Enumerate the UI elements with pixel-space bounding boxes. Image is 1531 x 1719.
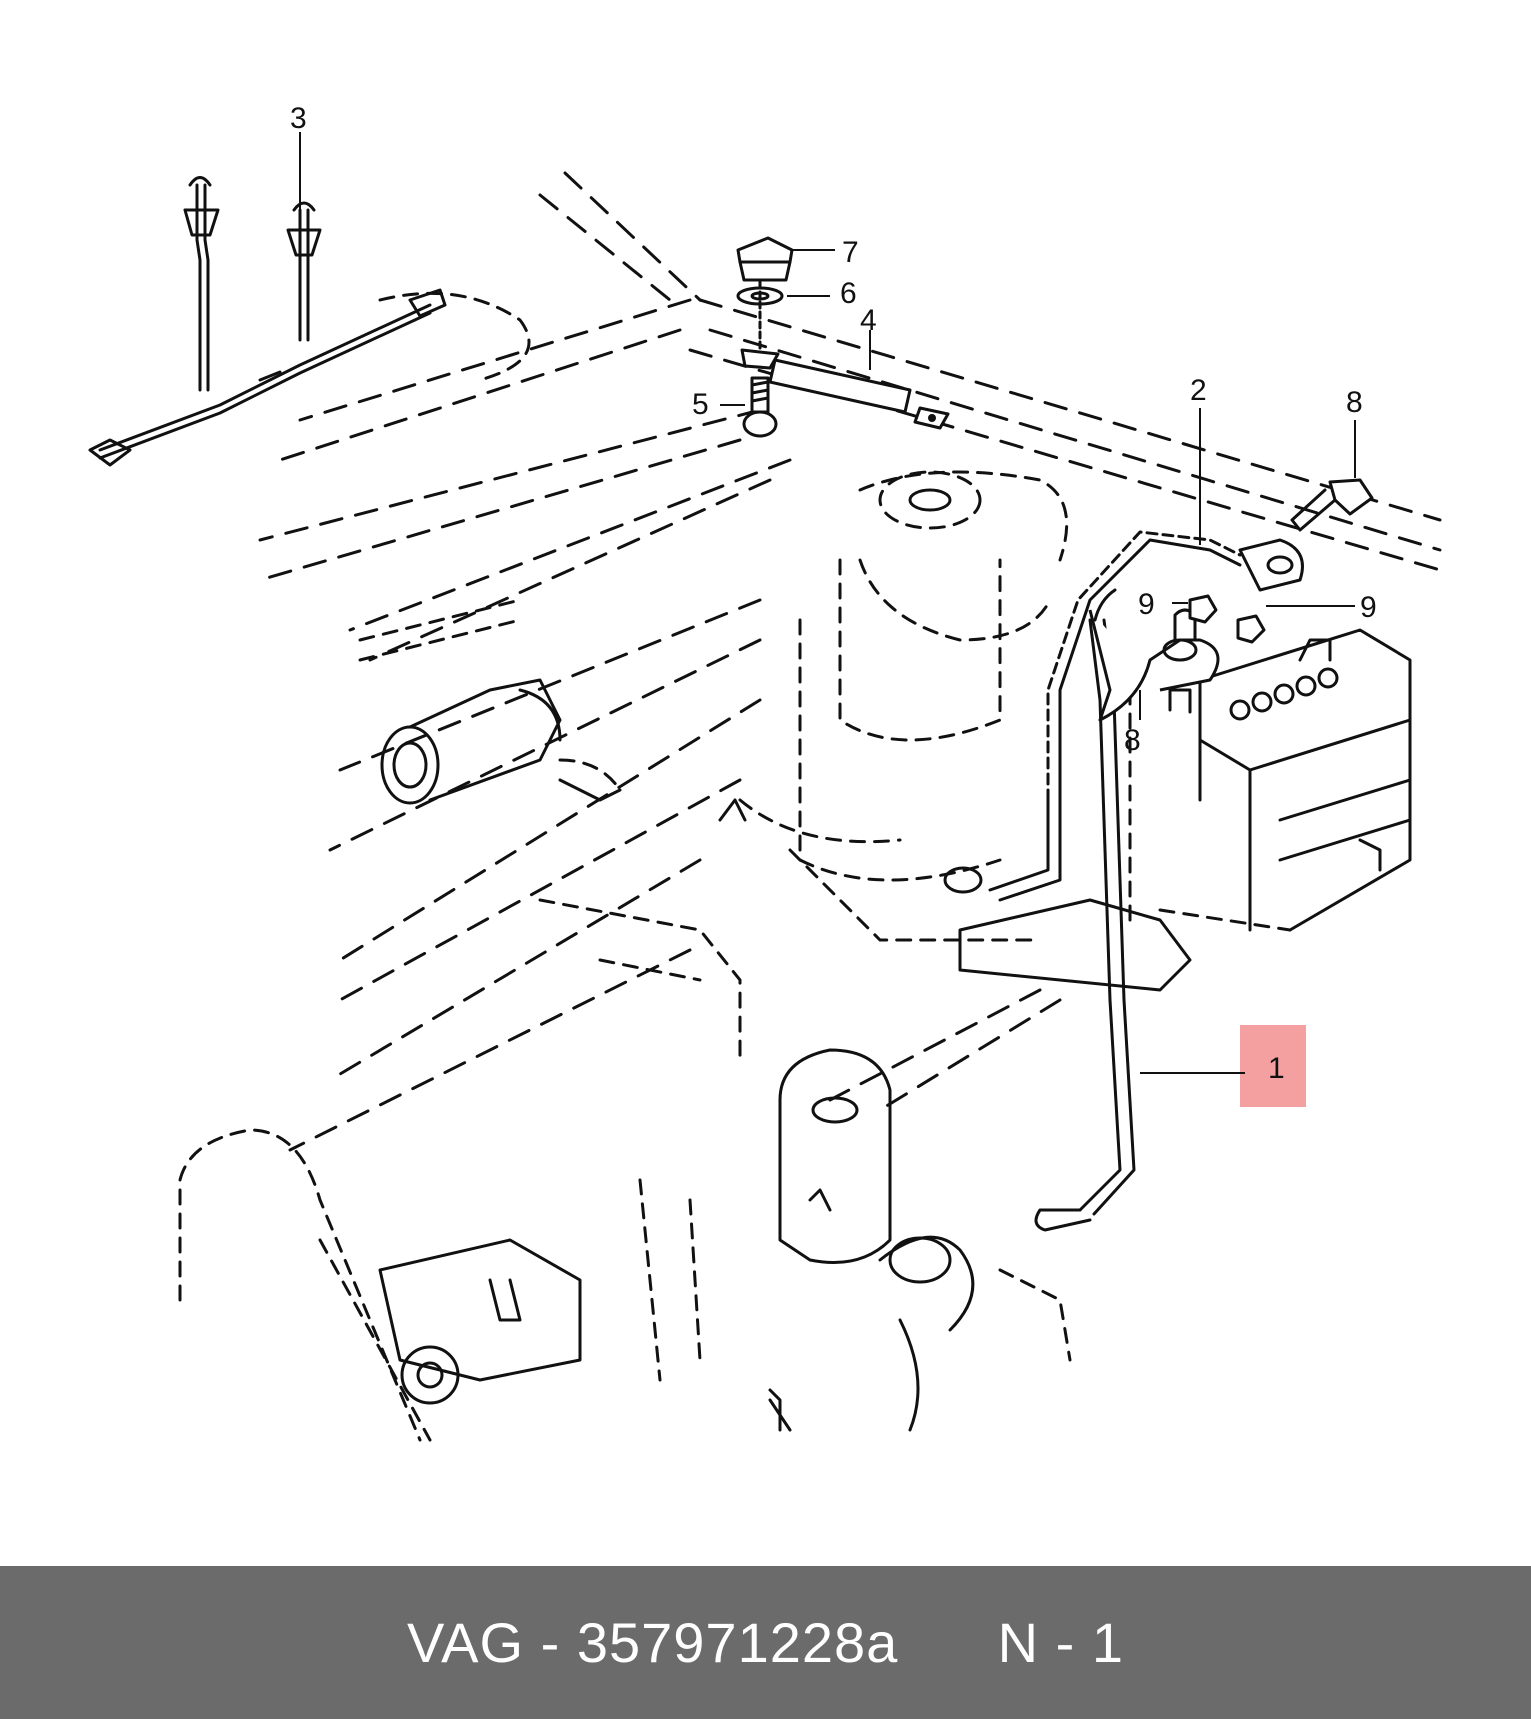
part-number: 357971228a	[576, 1611, 899, 1674]
callout-7[interactable]: 7	[842, 236, 859, 269]
engine-block	[718, 470, 1069, 942]
diagram-position: N - 1	[997, 1611, 1125, 1674]
footer-bar: VAG - 357971228a N - 1	[0, 1566, 1531, 1719]
battery-cable-2	[943, 530, 1304, 902]
callout-2[interactable]: 2	[1190, 374, 1207, 407]
battery	[958, 608, 1412, 992]
gap	[898, 1611, 997, 1674]
part-reference: VAG - 357971228a N - 1	[407, 1610, 1124, 1675]
callout-4[interactable]: 4	[860, 304, 877, 337]
callout-1[interactable]: 1	[1268, 1052, 1285, 1085]
exploded-view-drawing: 1 2 3 4 5 6 7 8 8 9 9	[88, 102, 1442, 1442]
lower-engine-parts	[378, 898, 1072, 1432]
callout-3[interactable]: 3	[290, 102, 307, 135]
highlight-box	[1240, 1025, 1306, 1107]
hardware-parts	[736, 236, 1374, 644]
callout-labels: 1 2 3 4 5 6 7 8 8 9 9	[290, 102, 1377, 1085]
callout-9-right[interactable]: 9	[1360, 591, 1377, 624]
callout-8-battery[interactable]: 8	[1124, 724, 1141, 757]
sensor-wiring-3	[88, 176, 447, 467]
vehicle-body-outline	[178, 171, 1442, 1442]
parts-diagram: 1 2 3 4 5 6 7 8 8 9 9	[88, 102, 1442, 1442]
leader-lines	[299, 132, 1356, 1074]
left-pipe-assembly	[358, 598, 622, 805]
callout-9-left[interactable]: 9	[1138, 588, 1155, 621]
ground-strap-1	[1034, 588, 1220, 1232]
callout-8-top[interactable]: 8	[1346, 386, 1363, 419]
callout-5[interactable]: 5	[692, 388, 709, 421]
separator: -	[524, 1611, 577, 1674]
brand-label: VAG	[406, 1611, 525, 1674]
callout-6[interactable]: 6	[840, 277, 857, 310]
